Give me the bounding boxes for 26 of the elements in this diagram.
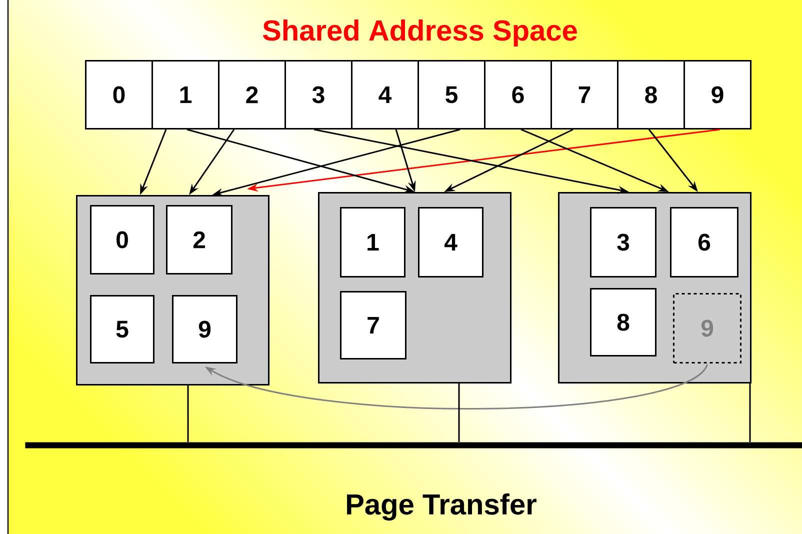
connector-line [187, 386, 189, 442]
digit-cell: 2 [218, 60, 286, 130]
page-cell: 0 [90, 205, 154, 274]
digit-cell: 3 [284, 60, 352, 130]
page-cell: 1 [340, 207, 406, 278]
connector-line [749, 384, 751, 442]
page-cell: 9 [673, 293, 742, 364]
caption: Page Transfer [347, 493, 536, 521]
page-cell: 3 [590, 207, 656, 278]
page-cell: 4 [418, 207, 484, 278]
page-cell: 2 [166, 205, 232, 274]
connector-line [458, 384, 460, 442]
page-cell: 8 [590, 288, 656, 356]
digit-cell: 1 [152, 60, 220, 130]
digit-cell: 9 [684, 60, 752, 130]
page-cell: 7 [340, 291, 406, 360]
digit-cell: 4 [351, 60, 419, 130]
digit-cell: 7 [550, 60, 618, 130]
title: Shared Address Space [262, 19, 577, 47]
page-cell: 9 [172, 295, 238, 364]
page-cell: 6 [670, 207, 738, 278]
digit-cell: 0 [85, 60, 153, 130]
page-cell: 5 [90, 295, 154, 364]
digit-cell: 8 [617, 60, 685, 130]
digit-cell: 6 [484, 60, 552, 130]
digit-cell: 5 [418, 60, 486, 130]
